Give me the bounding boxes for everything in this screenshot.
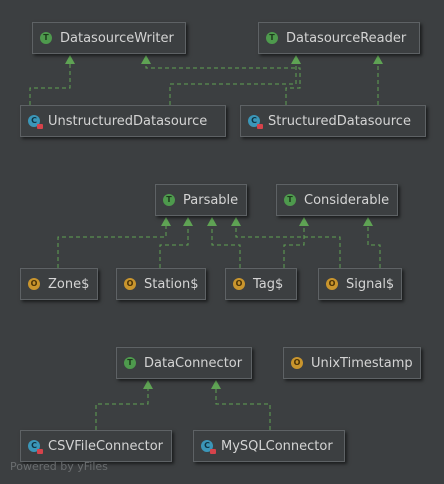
edge-unstructured_datasource-to-datasource_reader bbox=[169, 55, 301, 105]
node-station[interactable]: O Station$ bbox=[116, 268, 206, 300]
watermark-text: Powered by yFiles bbox=[10, 460, 108, 473]
class-icon: C bbox=[28, 440, 43, 454]
node-label: StructuredDatasource bbox=[268, 113, 411, 129]
edge-tag-to-considerable bbox=[283, 217, 309, 268]
node-label: DataConnector bbox=[144, 355, 243, 371]
node-label: CSVFileConnector bbox=[48, 438, 164, 454]
node-data-connector[interactable]: T DataConnector bbox=[116, 347, 252, 379]
object-icon: O bbox=[28, 278, 40, 290]
node-unstructured-datasource[interactable]: C UnstructuredDatasource bbox=[20, 105, 226, 137]
edge-tag-to-parsable bbox=[207, 217, 241, 268]
node-label: UnixTimestamp bbox=[311, 355, 413, 371]
object-icon: O bbox=[291, 357, 303, 369]
node-datasource-writer[interactable]: T DatasourceWriter bbox=[32, 22, 186, 54]
edge-mysql_connector-to-data_connector bbox=[211, 380, 271, 430]
node-label: Station$ bbox=[144, 276, 199, 292]
node-mysql-connector[interactable]: C MySQLConnector bbox=[193, 430, 345, 462]
node-label: Tag$ bbox=[253, 276, 284, 292]
node-structured-datasource[interactable]: C StructuredDatasource bbox=[240, 105, 426, 137]
edge-signal-to-considerable bbox=[363, 217, 381, 268]
trait-icon: T bbox=[266, 32, 278, 44]
node-label: Signal$ bbox=[346, 276, 395, 292]
edge-csv_file_connector-to-data_connector bbox=[95, 380, 153, 430]
edge-unstructured_datasource-to-datasource_writer bbox=[29, 55, 75, 105]
edge-structured_datasource-to-datasource_writer bbox=[141, 55, 301, 105]
object-icon: O bbox=[124, 278, 136, 290]
edge-station-to-parsable bbox=[159, 217, 193, 268]
trait-icon: T bbox=[284, 194, 296, 206]
class-icon: C bbox=[248, 115, 263, 129]
object-icon: O bbox=[326, 278, 338, 290]
node-datasource-reader[interactable]: T DatasourceReader bbox=[258, 22, 420, 54]
node-label: Parsable bbox=[183, 192, 239, 208]
node-signal[interactable]: O Signal$ bbox=[318, 268, 402, 300]
trait-icon: T bbox=[163, 194, 175, 206]
node-csv-file-connector[interactable]: C CSVFileConnector bbox=[20, 430, 172, 462]
trait-icon: T bbox=[124, 357, 136, 369]
node-label: DatasourceWriter bbox=[60, 30, 174, 46]
node-tag[interactable]: O Tag$ bbox=[225, 268, 297, 300]
node-label: DatasourceReader bbox=[286, 30, 407, 46]
node-unix-timestamp[interactable]: O UnixTimestamp bbox=[283, 347, 421, 379]
node-considerable[interactable]: T Considerable bbox=[276, 184, 398, 216]
class-icon: C bbox=[201, 440, 216, 454]
node-zone[interactable]: O Zone$ bbox=[20, 268, 98, 300]
node-label: Considerable bbox=[304, 192, 390, 208]
trait-icon: T bbox=[40, 32, 52, 44]
edge-zone-to-parsable bbox=[57, 217, 171, 268]
node-label: Zone$ bbox=[48, 276, 90, 292]
object-icon: O bbox=[233, 278, 245, 290]
edge-signal-to-parsable bbox=[231, 217, 341, 268]
node-label: UnstructuredDatasource bbox=[48, 113, 208, 129]
class-icon: C bbox=[28, 115, 43, 129]
node-label: MySQLConnector bbox=[221, 438, 333, 454]
node-parsable[interactable]: T Parsable bbox=[155, 184, 247, 216]
